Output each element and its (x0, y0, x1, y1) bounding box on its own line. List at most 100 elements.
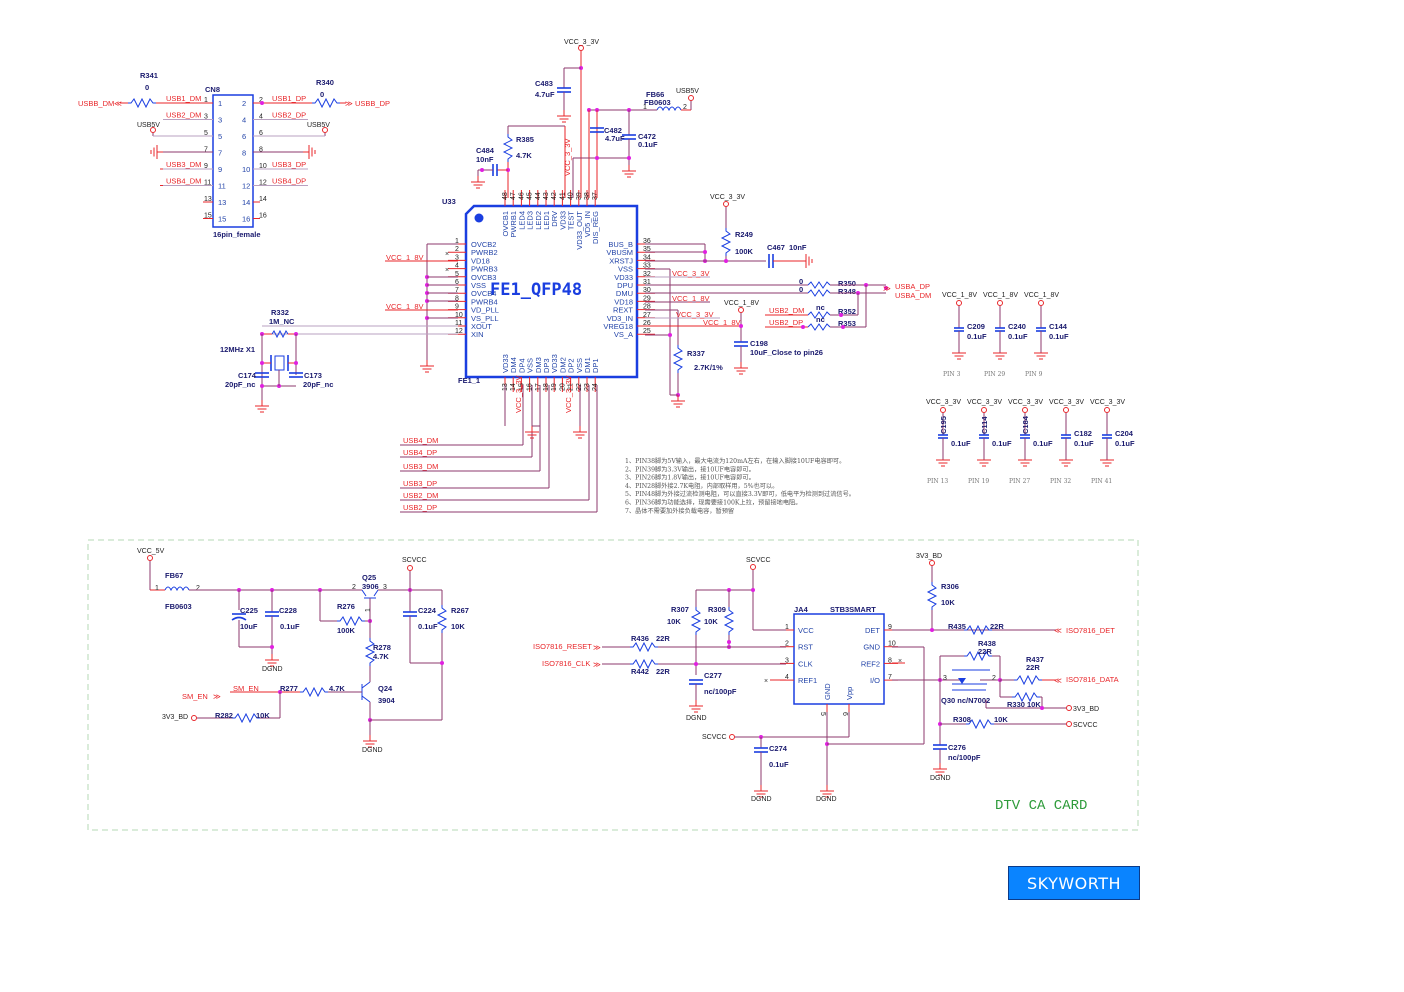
dgnd-label-c228: DGND (262, 666, 283, 673)
u33-pin-name: OVCB2 (471, 240, 496, 249)
u33-pin-num: 47 (510, 192, 517, 200)
dgnd-label-c274: DGND (751, 796, 772, 803)
decap-value: 0.1uF (951, 439, 971, 448)
u33-pin-num: 40 (568, 192, 575, 200)
u33-pin-num: 25 (643, 328, 651, 335)
q30-ref: Q30 nc/N7002 (941, 696, 990, 705)
r249-ref: R249 (735, 230, 753, 239)
c198-value: 10uF_Close to pin26 (750, 348, 823, 357)
u33-pin-num: 22 (576, 383, 583, 391)
r352-ref: R352 (838, 307, 856, 316)
usb5v-fb66-label: USB5V (676, 88, 699, 95)
usba-dm-port: USBA_DM (895, 291, 931, 300)
cn8-pin-inner: 5 (218, 132, 222, 141)
cn8-body (212, 94, 254, 228)
u33-pin-num: 48 (502, 192, 509, 200)
r348-ref: R348 (838, 287, 856, 296)
fb67-pin2: 2 (196, 585, 200, 592)
c472-value: 0.1uF (638, 140, 658, 149)
ja4-pin-num: 2 (785, 641, 789, 648)
cn8-pin-num: 10 (259, 163, 267, 170)
decap-pin-note: PIN 27 (1009, 478, 1030, 485)
c484-value: 10nF (476, 155, 494, 164)
r330-value: 10K (1027, 700, 1041, 709)
cn8-part: 16pin_female (213, 230, 261, 239)
u33-pin-num: 43 (543, 192, 550, 200)
3v3-bd-label-r282: 3V3_BD (162, 714, 188, 721)
svg-text:×: × (898, 658, 902, 665)
c225-value: 10uF (240, 622, 258, 631)
u33-pin-num: 27 (643, 312, 651, 319)
ja4-pin-num: 9 (888, 624, 892, 631)
vcc18-c198-label: VCC_1_8V (724, 300, 759, 307)
cn8-pin-num: 3 (204, 114, 208, 121)
r278-value: 4.7K (373, 652, 389, 661)
c198-ref: C198 (750, 339, 768, 348)
decap-net-label: VCC_1_8V (942, 292, 977, 299)
c467-ref: C467 (767, 243, 785, 252)
bottom-bus-net: USB4_DP (403, 448, 437, 457)
r385-ref: R385 (516, 135, 534, 144)
fb67-value: FB0603 (165, 602, 192, 611)
fb66-ref: FB66 (646, 90, 664, 99)
r332-value: 1M_NC (269, 317, 295, 326)
u33-pin-name: VD33 (550, 354, 559, 373)
design-notes: 1、PIN38脚为5V输入，最大电流为120mA左右，在输入脚接10UF电容即可… (625, 457, 855, 515)
cn8-pin-inner: 12 (242, 182, 250, 191)
u33-pin-name: VD33_OUT (575, 211, 584, 250)
bottom-bus-net: USB4_DM (403, 436, 438, 445)
cn8-pin-inner: 1 (218, 99, 222, 108)
ja4-pin-num: 5 (819, 712, 826, 716)
iso-det-port: ISO7816_DET (1066, 626, 1115, 635)
design-note: 6、PIN36脚为功能选择，现需要接100K上拉，预留接地电阻。 (625, 499, 801, 507)
r352-value: nc (816, 303, 825, 312)
decap-pin-note: PIN 13 (927, 478, 948, 485)
u33-pin-num: 8 (455, 295, 459, 302)
cn8-pin-num: 1 (204, 97, 208, 104)
u33-pin-num: 10 (455, 312, 463, 319)
u33-pin-num: 6 (455, 279, 459, 286)
u33-pin-num: 33 (643, 263, 651, 270)
cn8-right-net: USB3_DP (272, 160, 306, 169)
u33-ref: U33 (442, 197, 456, 206)
decap-net-label: VCC_1_8V (983, 292, 1018, 299)
c482-ref: C482 (604, 126, 622, 135)
bottom-bus-net: USB2_DP (403, 503, 437, 512)
r437-value: 22R (1026, 663, 1040, 672)
cn8-pin-num: 11 (204, 180, 211, 187)
u33-pin-num: 21 (568, 383, 575, 391)
u33-pin-num: 26 (643, 320, 651, 327)
u33-pin-num: 5 (455, 271, 459, 278)
u33-pin-num: 32 (643, 271, 651, 278)
r337-ref: R337 (687, 349, 705, 358)
cn8-pin-num: 12 (259, 180, 267, 187)
u33-pin-num: 28 (643, 304, 651, 311)
r308-ref: R308 (953, 715, 971, 724)
u33-pin-num: 34 (643, 254, 651, 261)
r330-ref: R330 (1007, 700, 1025, 709)
design-note: 4、PIN28脚外接2.7K电阻，内部取样用，5%也可以。 (625, 482, 778, 490)
r337-value: 2.7K/1% (694, 363, 723, 372)
design-note: 7、晶体不需要加外接负载电容，暂预留 (625, 507, 734, 515)
q25-pin3: 3 (383, 584, 387, 591)
vcc33-pin19-net: VCC_3_3V (564, 375, 573, 413)
ja4-pin-name: DET (865, 626, 880, 635)
u33-pin-name: BUS_B (608, 240, 633, 249)
usb5v-label-left: USB5V (137, 122, 160, 129)
r437-ref: R437 (1026, 655, 1044, 664)
r276-value: 100K (337, 626, 356, 635)
dgnd-label-q24: DGND (362, 747, 383, 754)
decap-net-label: VCC_3_3V (1049, 399, 1084, 406)
u33-pin-num: 15 (518, 383, 525, 391)
u33-pin-name: VBUSM (606, 248, 633, 257)
u33-pin-name: VD33 (614, 273, 633, 282)
cn8-pin-inner: 3 (218, 116, 222, 125)
decap-ref: C204 (1115, 429, 1134, 438)
u33-pin-num: 17 (535, 383, 542, 391)
ja4-pin-num: 6 (841, 712, 848, 716)
c274-ref: C274 (769, 744, 788, 753)
r350-ref: R350 (838, 279, 856, 288)
decap-pin-note: PIN 9 (1025, 371, 1043, 378)
